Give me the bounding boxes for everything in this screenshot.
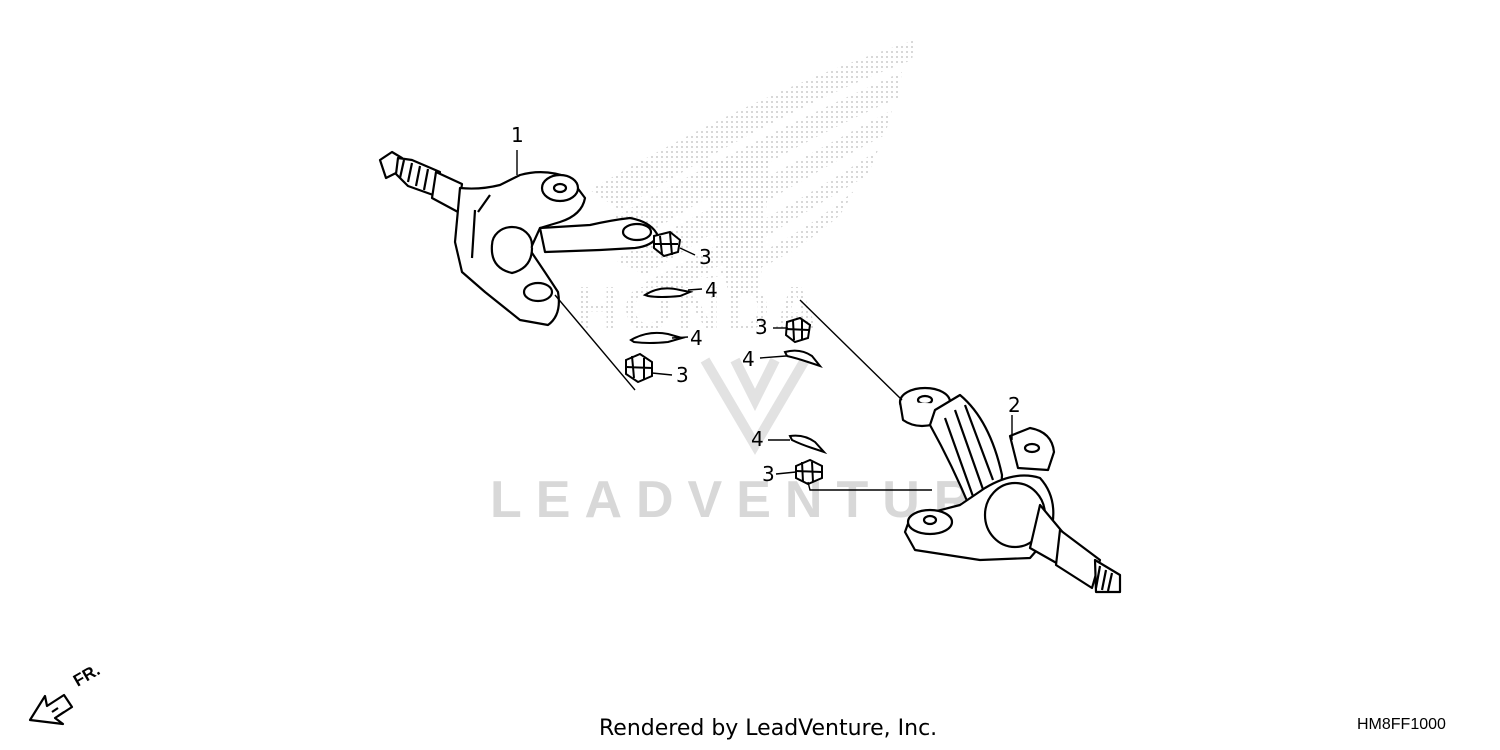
callout-4-d: 4 [751,427,764,451]
castle-nut-part-a[interactable] [653,230,682,258]
callout-4-b: 4 [690,326,703,350]
leadventure-v-watermark [700,357,810,455]
honda-wing-watermark: HONDA [575,40,915,344]
callout-2: 2 [1008,393,1021,417]
cotter-pin-part-a[interactable] [642,287,694,298]
footer-credit: Rendered by LeadVenture, Inc. [599,716,938,741]
cotter-pin-part-d[interactable] [788,434,828,455]
callout-3-a: 3 [699,245,712,269]
knuckle-right-part[interactable] [898,386,1122,594]
castle-nut-part-b[interactable] [625,352,653,384]
leader-lines [516,150,1013,491]
arrow-down-left-icon [28,693,74,726]
callout-4-c: 4 [742,347,755,371]
callout-3-d: 3 [762,462,775,486]
diagram-code: HM8FF1000 [1357,716,1446,733]
callout-3-c: 3 [755,315,768,339]
castle-nut-part-c[interactable] [784,316,812,344]
callout-1: 1 [511,123,524,147]
castle-nut-part-d[interactable] [795,458,823,486]
callout-4-a: 4 [705,278,718,302]
honda-watermark-text: HONDA [575,275,822,344]
cotter-pin-part-b[interactable] [629,331,686,344]
knuckle-left-part[interactable] [378,150,660,327]
cotter-pin-part-c[interactable] [783,349,823,369]
callout-3-b: 3 [676,363,689,387]
